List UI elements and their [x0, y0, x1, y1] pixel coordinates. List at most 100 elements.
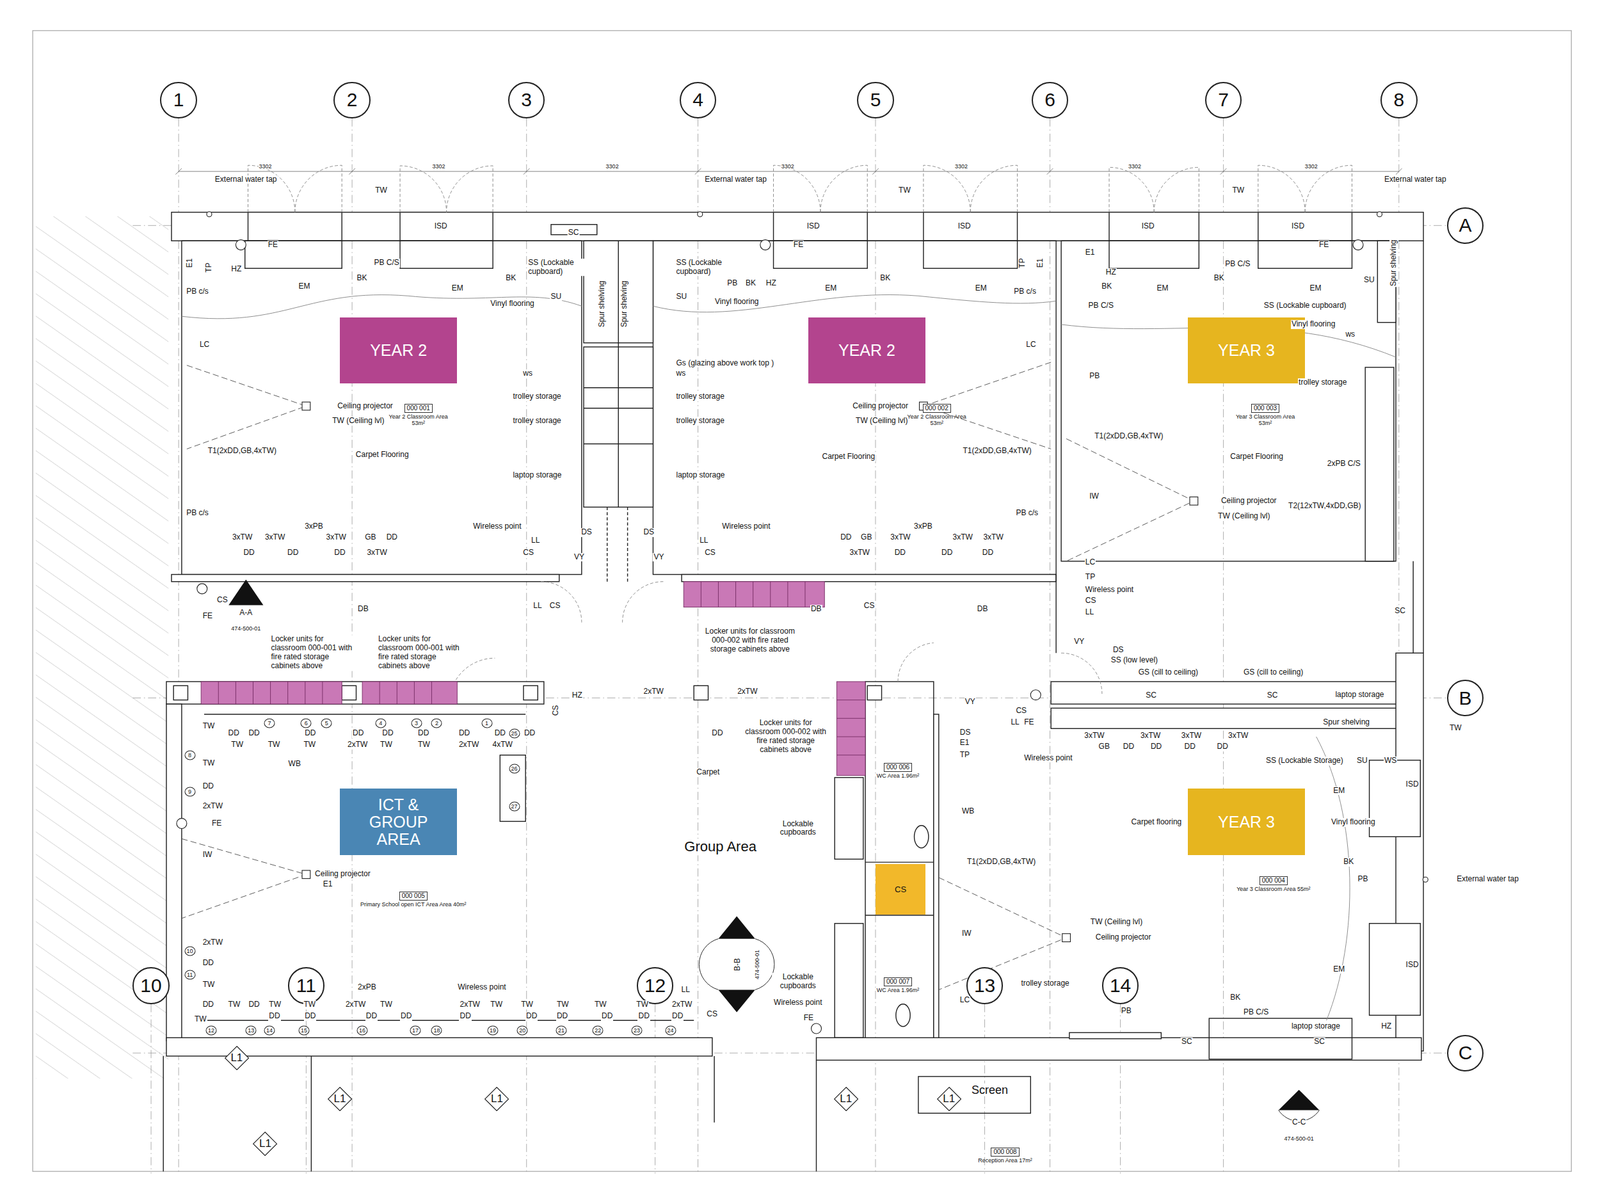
plan-label: DD: [242, 548, 255, 558]
plan-label: Wireless point: [721, 522, 771, 532]
plan-label: 474-500-01: [1283, 1135, 1315, 1142]
plan-label: ISD: [1290, 222, 1305, 232]
plan-label: PB C/S: [1088, 301, 1115, 311]
plan-label: PB c/s: [185, 508, 210, 518]
plan-label: TW: [267, 740, 281, 750]
plan-label: SS (Lockable cupboard): [675, 258, 740, 277]
grid-bubble: 11: [288, 967, 325, 1004]
plan-label: 2xTW: [671, 1000, 693, 1010]
plan-label: TW (Ceiling lvl): [855, 417, 909, 427]
plan-label: Ceiling projector: [336, 401, 394, 411]
plan-label: EM: [1155, 284, 1169, 294]
node-text: Primary School open ICT Area Area 40m²: [349, 901, 477, 908]
plan-label: FE: [792, 240, 804, 250]
plan-label: EM: [298, 282, 312, 292]
plan-label: GS (cill to ceiling): [1137, 668, 1199, 678]
callout-number: 5: [321, 718, 333, 729]
node-text: 2: [346, 88, 358, 111]
plan-label: laptop storage: [1334, 690, 1385, 700]
plan-label: TP: [1084, 573, 1096, 583]
callout-number: 21: [555, 1025, 567, 1036]
plan-label: TW: [374, 186, 388, 196]
plan-label: E1: [185, 257, 195, 269]
plan-label: DD: [352, 728, 365, 738]
plan-label: PB C/S: [1242, 1008, 1270, 1017]
plan-label: CS: [549, 601, 562, 611]
node-text: 3: [520, 88, 532, 111]
plan-label: IW: [961, 929, 973, 939]
node-text: Year 3 Classroom Area 53m²: [1229, 413, 1302, 427]
plan-label: CS: [1015, 706, 1028, 716]
callout-number: 7: [263, 718, 275, 729]
grid-bubble: 4: [679, 81, 717, 119]
plan-label: T1(2xDD,GB,4xTW): [1093, 432, 1164, 441]
plan-label: CS: [216, 595, 229, 605]
plan-label: 3xPB: [304, 522, 324, 532]
plan-label: 3xTW: [982, 533, 1004, 543]
plan-label: TW (Ceiling lvl): [1217, 512, 1271, 521]
plan-label: SS (Lockable cupboard): [527, 258, 592, 277]
plan-label: DD: [839, 533, 852, 543]
section-markers: [228, 579, 1320, 1111]
plan-label: trolley storage: [512, 417, 562, 427]
plan-label: FE: [202, 611, 214, 621]
level-diamond: L1: [484, 1086, 509, 1112]
plan-label: LC: [959, 995, 971, 1005]
plan-label: DD: [556, 1011, 569, 1021]
plan-label: T1(2xDD,GB,4xTW): [962, 446, 1033, 456]
plan-label: Wireless point: [1084, 585, 1135, 595]
callout-number: 2: [431, 718, 443, 729]
floor-finish-boundary: [181, 295, 1396, 1021]
plan-label: 3xTW: [264, 533, 286, 543]
plan-label: SC: [1393, 606, 1407, 616]
plan-label: DD: [1183, 742, 1196, 752]
plan-label: External water tap: [1383, 175, 1448, 185]
callout-number: 3: [410, 718, 422, 729]
plan-label: DD: [365, 1011, 378, 1021]
room-number: 000 002: [922, 403, 952, 413]
node-text: 11: [296, 974, 317, 997]
level-diamond: L1: [936, 1086, 962, 1112]
plan-label: BK: [744, 279, 757, 288]
plan-label: 3xTW: [366, 548, 388, 558]
plan-label: Lockable cupboards: [771, 972, 825, 991]
node-text: Reception Area 17m²: [974, 1157, 1037, 1164]
plan-label: ISD: [433, 222, 448, 232]
plan-label: 3xPB: [913, 522, 934, 532]
plan-label: Wireless point: [773, 998, 823, 1008]
plan-label: DD: [671, 1011, 684, 1021]
callout-number: 8: [184, 750, 196, 760]
plan-label: CS: [551, 704, 561, 717]
plan-label: BK: [1229, 993, 1241, 1003]
plan-label: Locker units for classroom 000-001 with …: [377, 635, 463, 671]
plan-label: WS: [1383, 757, 1398, 767]
plan-label: TW: [303, 740, 317, 750]
plan-label: IW: [202, 850, 214, 860]
plan-label: EM: [1309, 284, 1323, 294]
plan-label: DD: [523, 728, 536, 738]
plan-label: WB: [961, 807, 975, 816]
plan-label: DD: [268, 1011, 281, 1021]
level-diamond: L1: [224, 1045, 249, 1071]
plan-label: DD: [227, 728, 240, 738]
level-diamond: L1: [252, 1131, 278, 1156]
plan-label: BK: [1100, 282, 1113, 292]
plan-label: SU: [549, 292, 562, 302]
node-text: L1: [942, 1092, 955, 1106]
plan-label: 474-500-01: [230, 625, 262, 632]
callout-number: 26: [508, 763, 520, 774]
plan-label: HZ: [1380, 1022, 1392, 1032]
node-text: Year 3 Classroom Area 55m²: [1235, 885, 1312, 893]
node-text: 1: [173, 88, 185, 111]
plan-label: DD: [1216, 742, 1229, 752]
grid-bubble: 2: [333, 81, 370, 119]
plan-label: DD: [202, 958, 215, 968]
plan-label: PB: [1088, 371, 1101, 381]
plan-label: 2xTW: [458, 1000, 480, 1010]
plan-label: VY: [964, 697, 976, 707]
callout-number: 27: [508, 801, 520, 811]
plan-label: E1: [322, 880, 334, 889]
callout-number: 24: [664, 1025, 676, 1036]
room-label: YEAR 3: [1187, 788, 1305, 856]
plan-label: Spur shelving: [620, 280, 630, 329]
